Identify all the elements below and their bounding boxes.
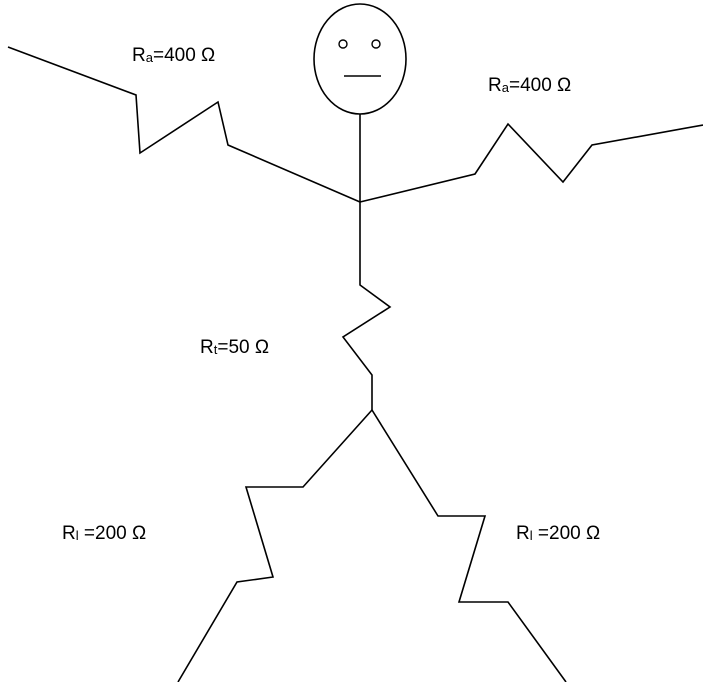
head [313,3,407,115]
right-leg-resistance-label: Rl =200 Ω [516,523,601,544]
torso-resistance-label: Rt=50 Ω [200,337,270,358]
right-arm-resistance-label: Ra=400 Ω [488,75,572,96]
left-leg-resistance-label: Rl =200 Ω [62,523,147,544]
left-arm-resistance-label: Ra=400 Ω [132,45,216,66]
right-arm-resistor [359,122,703,203]
left-leg-resistor [177,409,373,682]
torso-resistor [341,202,392,410]
left-arm-resistor [7,46,361,203]
right-leg-resistor [371,409,567,682]
left-eye [338,39,348,49]
right-eye [371,39,381,49]
